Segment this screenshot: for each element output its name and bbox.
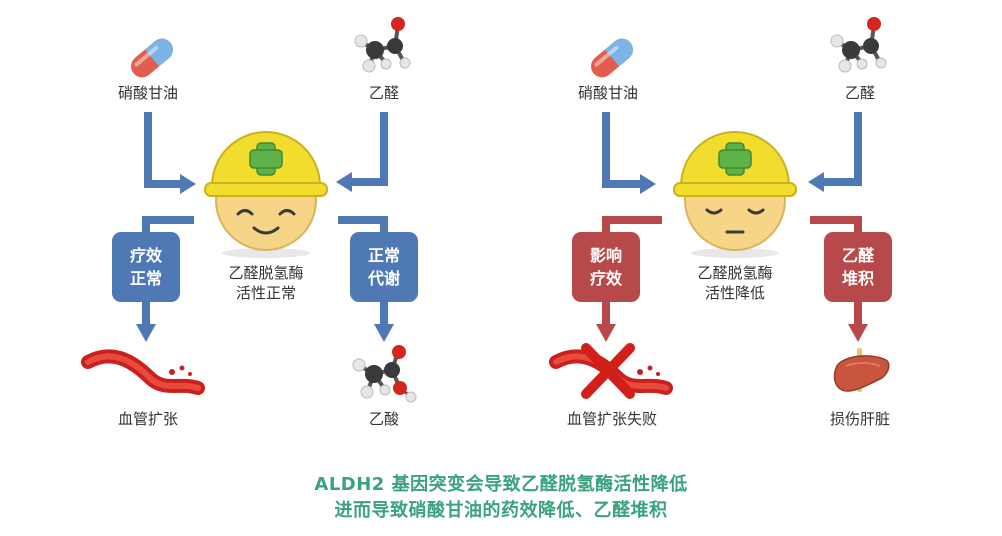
effect-box-normal-line1: 疗效 [129,246,162,265]
arrow-drug-to-enzyme-right [602,112,646,188]
arrow-drug-to-enzyme-left [144,112,186,188]
acetic-acid-molecule-icon [352,345,417,403]
result-right-label-left: 乙酸 [368,410,399,428]
pill-icon-right [591,38,633,78]
enzyme-face-reduced [673,131,797,258]
result-left-label-right: 血管扩张失败 [566,410,657,428]
enzyme-face-normal [204,131,328,258]
liver-icon [833,348,890,392]
effect-box-reduced: 影响 疗效 [572,232,640,302]
drug-label-left: 硝酸甘油 [117,84,178,102]
result-left-label-left: 血管扩张 [117,410,178,428]
fail-cross-icon [581,343,635,399]
metab-box-reduced-line2: 堆积 [841,269,874,288]
enzyme-label-right-line2: 活性降低 [704,284,765,302]
arrow-ethanal-to-enzyme-left [346,112,388,186]
helmet-cross-icon [718,142,752,176]
result-right-label-right: 损伤肝脏 [829,410,890,428]
enzyme-label-right-line1: 乙醛脱氢酶 [697,264,773,282]
effect-box-normal: 疗效 正常 [112,232,180,302]
effect-box-normal-line2: 正常 [129,269,162,288]
ethanal-label-right: 乙醛 [844,84,875,102]
ethanal-label-left: 乙醛 [368,84,399,102]
enzyme-label-left-line1: 乙醛脱氢酶 [228,264,304,282]
arrow-ethanal-to-enzyme-right [818,112,862,186]
effect-box-reduced-line1: 影响 [589,246,622,265]
effect-box-reduced-line2: 疗效 [589,269,622,288]
helmet-cross-icon [249,142,283,176]
caption-line-1: ALDH2 基因突变会导致乙醛脱氢酶活性降低 [314,474,688,495]
pill-icon-left [131,38,173,78]
drug-label-right: 硝酸甘油 [577,84,638,102]
ethanal-molecule-icon-right [830,17,887,73]
metab-box-normal: 正常 代谢 [350,232,418,302]
caption-line-2: 进而导致硝酸甘油的药效降低、乙醛堆积 [334,500,668,521]
blood-vessel-icon-left [81,349,205,395]
metab-box-reduced-line1: 乙醛 [841,246,874,265]
metab-box-reduced: 乙醛 堆积 [824,232,892,302]
metab-box-normal-line1: 正常 [367,246,400,265]
ethanal-molecule-icon-left [354,17,411,73]
metab-box-normal-line2: 代谢 [367,269,400,288]
enzyme-label-left-line2: 活性正常 [235,284,296,302]
